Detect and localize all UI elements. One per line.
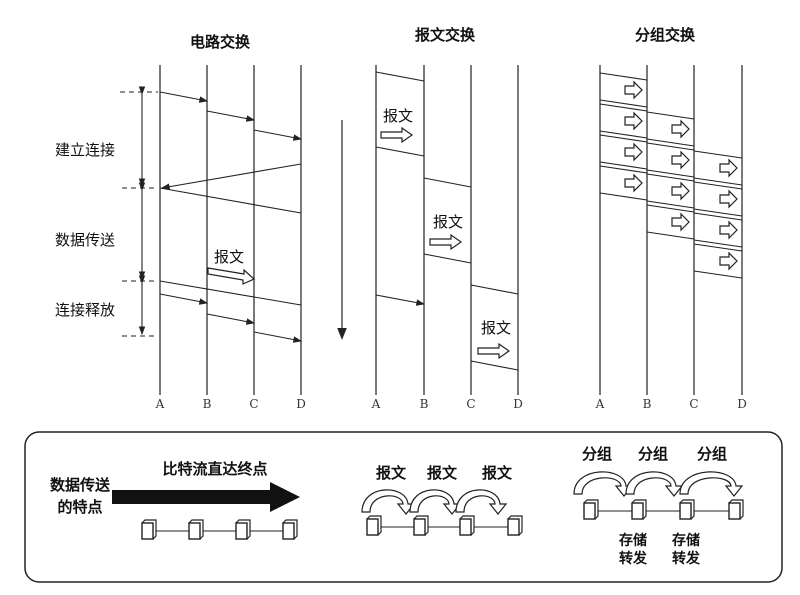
summary-frame bbox=[24, 431, 783, 583]
node-label-d: D bbox=[737, 397, 747, 411]
summary-message-label-3: 报文 bbox=[482, 464, 513, 482]
message-node-lines bbox=[375, 65, 519, 395]
node-label-d: D bbox=[296, 397, 306, 411]
packet-band bbox=[693, 181, 743, 217]
hollow-arrow-icon bbox=[624, 80, 643, 100]
circuit-summary-text: 比特流直达终点 bbox=[162, 460, 267, 478]
hollow-arrow-icon bbox=[624, 111, 643, 131]
node-box-icon bbox=[366, 515, 382, 536]
store-forward-1-line2: 转发 bbox=[619, 550, 648, 567]
node-box-icon bbox=[679, 499, 695, 520]
node-box-icon bbox=[507, 515, 523, 536]
packet-band bbox=[599, 134, 648, 170]
curved-arrow-icon bbox=[409, 489, 462, 515]
packet-band bbox=[693, 212, 743, 248]
packet-band bbox=[693, 150, 743, 186]
node-box-icon bbox=[631, 499, 647, 520]
node-label-b: B bbox=[203, 397, 212, 411]
hollow-arrow-icon bbox=[477, 342, 511, 360]
curved-arrow-icon bbox=[361, 489, 416, 515]
node-box-icon bbox=[459, 515, 475, 536]
circuit-switching-panel: 电路交换 A B C D 建立连接 数据传送 连接释放 bbox=[55, 33, 347, 411]
message-title: 报文交换 bbox=[415, 26, 476, 44]
message-label-hop2: 报文 bbox=[433, 213, 463, 231]
node-box-icon bbox=[141, 519, 157, 540]
hollow-arrow-icon bbox=[429, 233, 463, 251]
node-label-a: A bbox=[371, 397, 381, 411]
packet-band bbox=[646, 142, 695, 178]
curved-arrow-icon bbox=[455, 489, 508, 515]
hollow-arrow-icon bbox=[671, 150, 690, 170]
circuit-node-lines bbox=[159, 65, 302, 395]
node-box-icon bbox=[728, 499, 744, 520]
store-forward-1-line1: 存储 bbox=[619, 532, 647, 549]
summary-message-label-2: 报文 bbox=[427, 464, 458, 482]
packet-band bbox=[599, 165, 648, 201]
packet-band bbox=[693, 243, 743, 279]
summary-node-chains bbox=[141, 499, 744, 540]
bitstream-arrow-icon bbox=[112, 482, 300, 512]
phase-label-transfer: 数据传送 bbox=[55, 231, 115, 249]
summary-panel: 数据传送 的特点 比特流直达终点 报文 报文 报文 分组 分组 分组 存储 转发… bbox=[24, 431, 783, 583]
phase-label-release: 连接释放 bbox=[55, 301, 115, 319]
hollow-arrow-icon bbox=[207, 267, 256, 285]
curved-arrow-icon bbox=[625, 471, 684, 497]
node-box-icon bbox=[235, 519, 251, 540]
circuit-title: 电路交换 bbox=[190, 33, 251, 51]
curved-arrow-icon bbox=[573, 471, 634, 497]
store-forward-2-line2: 转发 bbox=[672, 550, 701, 567]
message-label-hop3: 报文 bbox=[481, 319, 511, 337]
circuit-message-label: 报文 bbox=[214, 248, 244, 266]
summary-row-label-2: 的特点 bbox=[57, 498, 102, 516]
node-label-c: C bbox=[689, 397, 698, 411]
summary-packet-label-3: 分组 bbox=[697, 445, 727, 463]
node-label-c: C bbox=[249, 397, 258, 411]
hollow-arrow-icon bbox=[380, 126, 414, 144]
node-label-b: B bbox=[643, 397, 652, 411]
packet-band bbox=[646, 111, 695, 147]
node-label-c: C bbox=[466, 397, 475, 411]
summary-curved-arrows bbox=[361, 471, 744, 515]
node-label-a: A bbox=[595, 397, 605, 411]
packet-band bbox=[646, 173, 695, 209]
packet-band bbox=[646, 204, 695, 240]
node-label-b: B bbox=[420, 397, 429, 411]
phase-label-setup: 建立连接 bbox=[55, 141, 115, 159]
hollow-arrow-icon bbox=[671, 181, 690, 201]
hollow-arrow-icon bbox=[719, 220, 738, 240]
circuit-signal-arrows bbox=[159, 91, 303, 343]
message-switching-panel: 报文交换 A B C D 报文 报文 报文 bbox=[371, 26, 523, 411]
node-label-a: A bbox=[155, 397, 165, 411]
message-label-hop1: 报文 bbox=[383, 107, 413, 125]
hollow-arrow-icon bbox=[671, 119, 690, 139]
node-box-icon bbox=[413, 515, 429, 536]
packet-title: 分组交换 bbox=[635, 26, 696, 44]
packet-band bbox=[599, 72, 648, 108]
hollow-arrow-icon bbox=[719, 158, 738, 178]
store-forward-2-line1: 存储 bbox=[672, 532, 700, 549]
summary-packet-label-2: 分组 bbox=[638, 445, 668, 463]
packet-switching-panel: 分组交换 A B C D bbox=[595, 26, 747, 411]
hollow-arrow-icon bbox=[671, 212, 690, 232]
node-box-icon bbox=[583, 499, 599, 520]
node-box-icon bbox=[188, 519, 204, 540]
node-box-icon bbox=[282, 519, 298, 540]
summary-row-label-1: 数据传送 bbox=[50, 476, 111, 494]
hollow-arrow-icon bbox=[719, 189, 738, 209]
hollow-arrow-icon bbox=[624, 173, 643, 193]
hollow-arrow-icon bbox=[719, 251, 738, 271]
hollow-arrow-icon bbox=[624, 142, 643, 162]
summary-message-label-1: 报文 bbox=[376, 464, 407, 482]
packet-band bbox=[599, 103, 648, 139]
packet-node-lines bbox=[599, 65, 743, 395]
curved-arrow-icon bbox=[679, 471, 744, 497]
node-label-d: D bbox=[513, 397, 523, 411]
packet-bands bbox=[599, 72, 743, 279]
message-bands bbox=[375, 71, 519, 371]
summary-packet-label-1: 分组 bbox=[582, 445, 612, 463]
phase-dashed-markers bbox=[120, 91, 158, 337]
